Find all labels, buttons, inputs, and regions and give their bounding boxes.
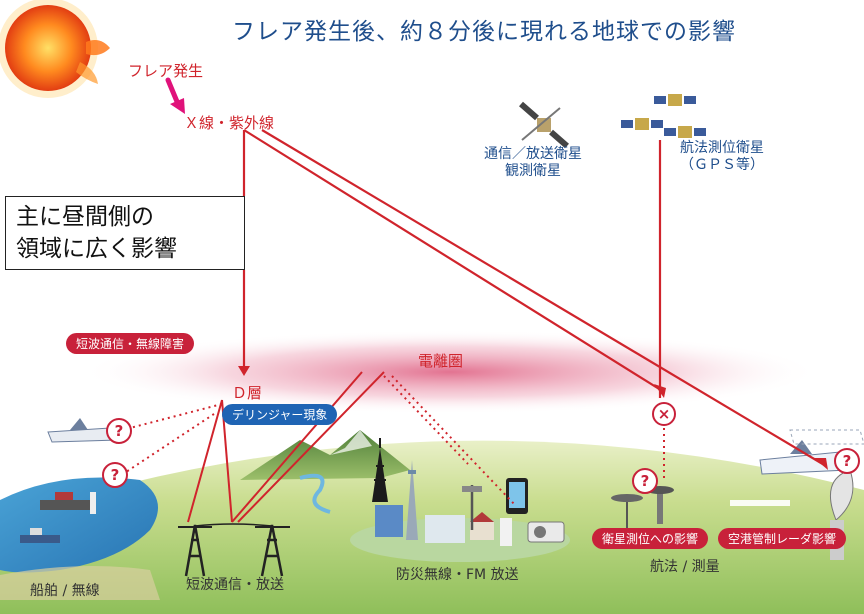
flare-arrowhead [170,98,185,114]
gps-satellite-label-1: 航法測位衛星 [680,140,764,156]
comm-satellite [519,101,569,149]
ships-illustration [20,492,96,543]
xray-arrowheads [238,366,828,470]
sun-illustration [0,0,110,98]
broadcast-tower [372,438,388,502]
positioning-badge: 衛星測位への影響 [592,528,709,549]
flare-label: フレア発生 [128,62,204,80]
callout-line-2: 領域に広く影響 [16,236,177,262]
loudspeaker-pole [462,485,482,530]
city-illustration [350,460,570,562]
disaster-radio-label: 防災無線・FM 放送 [396,567,519,583]
shortwave-label: 短波通信・放送 [186,577,284,593]
rays-label: Ｘ線・紫外線 [184,114,275,132]
comm-satellite-label: 通信／放送衛星 観測衛星 [484,146,582,180]
radar-badge: 空港管制レーダ影響 [718,528,847,549]
shortwave-disruption-badge: 短波通信・無線障害 [66,333,195,354]
gps-satellites [621,94,706,138]
ship-label: 船舶 / 無線 [30,583,100,599]
callout-box: 主に昼間側の 領域に広く影響 [5,196,245,270]
airplanes [47,418,864,475]
diagram-title: フレア発生後、約８分後に現れる地球での影響 [232,19,736,45]
gps-satellite-label: 航法測位衛星 （ＧＰＳ等） [680,140,764,174]
comm-satellite-label-1: 通信／放送衛星 [484,146,582,162]
question-marker-gps: ? [632,468,658,494]
mountains [240,430,410,480]
shortwave-towers [178,523,290,577]
question-marker-plane: ? [106,418,132,444]
dellinger-badge: デリンジャー現象 [222,404,338,425]
gps-satellite-label-2: （ＧＰＳ等） [680,157,764,173]
d-layer-label: Ｄ層 [232,384,263,402]
xray-lines [242,129,827,467]
question-marker-ship: ? [102,462,128,488]
navigation-label: 航法 / 測量 [650,559,720,575]
dotted-paths [125,375,665,507]
sea-bay [0,477,158,573]
comm-satellite-label-2: 観測衛星 [505,163,561,179]
callout-line-1: 主に昼間側の [16,204,154,230]
phone-radio [506,478,565,543]
ionosphere-label: 電離圏 [418,352,464,370]
cross-marker-gps: × [652,402,676,426]
gps-receivers [611,486,674,530]
flare-arrow [165,77,181,107]
question-marker-radar: ? [834,448,860,474]
